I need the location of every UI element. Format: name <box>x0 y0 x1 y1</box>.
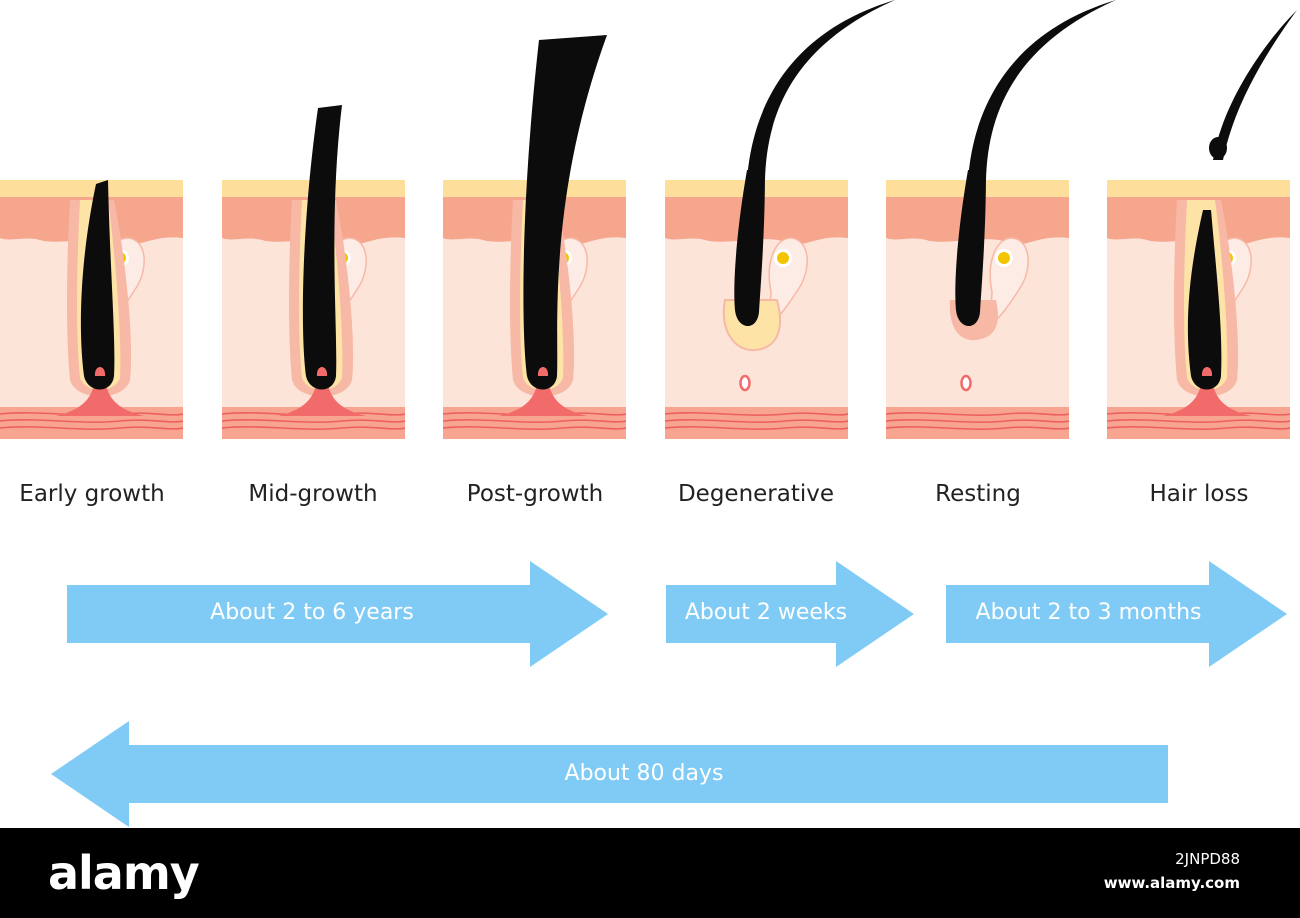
hair-shaft-catagen <box>734 0 895 327</box>
blood-vessel-line <box>1107 426 1290 430</box>
duration-arrow-2 <box>666 561 914 667</box>
panel-anagen-late <box>443 35 626 439</box>
duration-arrow-1 <box>67 561 608 667</box>
papilla-tip <box>537 367 549 376</box>
stage-label-mid-growth: Mid-growth <box>248 481 378 507</box>
arrow-label-return-duration: About 80 days <box>564 761 724 786</box>
blood-vessel-line <box>222 426 405 430</box>
panel-anagen-early <box>0 180 183 439</box>
hair-shaft <box>1187 210 1222 390</box>
panel-telogen <box>886 0 1116 439</box>
stage-label-hair-loss: Hair loss <box>1149 481 1249 507</box>
arrow-label-degenerative-duration: About 2 weeks <box>684 600 848 625</box>
dermal-papilla-stalk <box>278 376 366 416</box>
blood-vessel-line <box>443 419 626 423</box>
gland-nucleus <box>998 252 1010 264</box>
stage-label-degenerative: Degenerative <box>677 481 835 507</box>
shed-hair <box>1213 10 1297 160</box>
hair-shaft <box>302 105 342 390</box>
secondary-germ <box>960 374 972 392</box>
hair-shaft-anagen-mid <box>302 105 342 390</box>
hair-strand <box>968 0 1116 180</box>
blood-vessel-line <box>1107 419 1290 423</box>
epidermis-layer <box>1107 180 1290 197</box>
hair-strand <box>747 0 895 180</box>
footer-bar: alamy 2JNPD88 www.alamy.com <box>0 828 1300 918</box>
hair-shaft-exogen <box>1187 10 1297 390</box>
site-url: www.alamy.com <box>1103 874 1240 892</box>
duration-arrow-3 <box>946 561 1287 667</box>
blood-vessel-line <box>665 426 848 430</box>
papilla-tip <box>316 367 328 376</box>
panel-catagen <box>665 0 895 439</box>
blood-vessel-line <box>443 426 626 430</box>
hair-shaft-telogen <box>955 0 1116 327</box>
duration-arrow-4 <box>51 721 1168 827</box>
hair-shaft-anagen-early <box>80 180 115 390</box>
blood-vessel-line <box>665 419 848 423</box>
arrow-label-growth-duration: About 2 to 6 years <box>210 600 414 625</box>
image-id: 2JNPD88 <box>1175 850 1240 868</box>
club-hair-root <box>734 170 765 327</box>
hair-shaft <box>80 180 115 390</box>
blood-vessel-line <box>886 426 1069 430</box>
dermal-papilla-stalk <box>56 376 144 416</box>
panel-exogen <box>1107 10 1297 439</box>
blood-vessel-line <box>0 426 183 430</box>
gland-nucleus <box>777 252 789 264</box>
shed-hair-bulb <box>1209 137 1227 159</box>
club-hair-root <box>955 170 986 327</box>
vessel-band <box>886 407 1069 439</box>
arrow-label-resting-duration: About 2 to 3 months <box>975 600 1202 625</box>
stage-label-resting: Resting <box>935 481 1021 507</box>
dermal-papilla-stalk <box>499 376 587 416</box>
hair-shaft <box>523 35 607 390</box>
vessel-band <box>665 407 848 439</box>
epidermis-layer <box>0 180 183 197</box>
blood-vessel-line <box>222 419 405 423</box>
hair-shaft-anagen-late <box>523 35 607 390</box>
papilla-tip <box>94 367 106 376</box>
dermal-papilla-stalk <box>1163 376 1251 416</box>
secondary-germ <box>739 374 751 392</box>
stage-label-post-growth: Post-growth <box>466 481 604 507</box>
blood-vessel-line <box>665 412 848 416</box>
blood-vessel-line <box>0 419 183 423</box>
panel-anagen-mid <box>222 105 405 439</box>
alamy-logo: alamy <box>48 846 200 900</box>
hair-cycle-diagram <box>0 0 1297 827</box>
blood-vessel-line <box>886 412 1069 416</box>
papilla-tip <box>1201 367 1213 376</box>
blood-vessel-line <box>886 419 1069 423</box>
stage-label-early-growth: Early growth <box>19 481 165 507</box>
